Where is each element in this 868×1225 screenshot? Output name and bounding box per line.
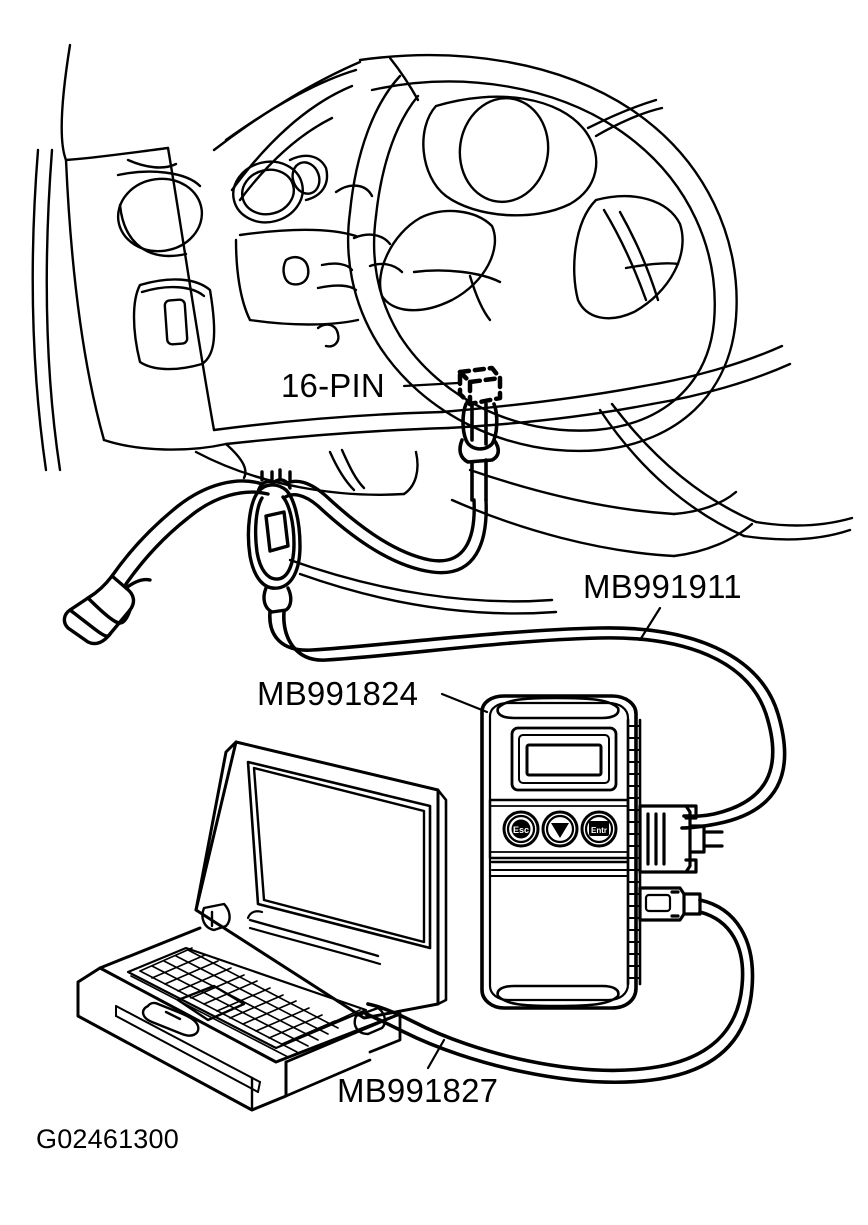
steering-wheel (334, 53, 738, 453)
serial-usb-port (638, 886, 702, 922)
16-pin-data-link-connector (457, 365, 503, 502)
down-arrow-button[interactable] (541, 810, 579, 848)
esc-button[interactable]: Esc (502, 810, 540, 848)
svg-text:Esc: Esc (513, 825, 529, 835)
leader-mb991911 (638, 606, 662, 642)
leader-16pin (402, 381, 460, 388)
figure-id-label: G02461300 (36, 1124, 179, 1154)
enter-button[interactable]: Entr (580, 810, 618, 848)
label-mb991827: MB991827 (337, 1072, 499, 1109)
y-junction-adapter (246, 468, 302, 614)
laptop-keyboard (130, 947, 361, 1058)
cable-mb991911 (268, 610, 787, 830)
leader-mb991824 (440, 692, 489, 714)
label-mb991911: MB991911 (583, 568, 742, 605)
label-mb991824: MB991824 (257, 675, 419, 712)
label-16-pin: 16-PIN (281, 367, 385, 404)
laptop-trackpad (176, 984, 246, 1022)
lcd-screen (525, 743, 603, 777)
leader-mb991827 (426, 1038, 446, 1070)
cable-dlc-to-junction (282, 479, 488, 575)
svg-text:Entr: Entr (591, 826, 607, 835)
d-sub-port (638, 804, 724, 874)
laptop-screen (252, 766, 426, 944)
scan-tool-buttons: Esc Entr (502, 810, 618, 848)
cable-left-branch (62, 479, 270, 646)
leader-lines (402, 381, 662, 1070)
cable-mb991827 (364, 898, 755, 1084)
laptop-computer (76, 740, 448, 1112)
